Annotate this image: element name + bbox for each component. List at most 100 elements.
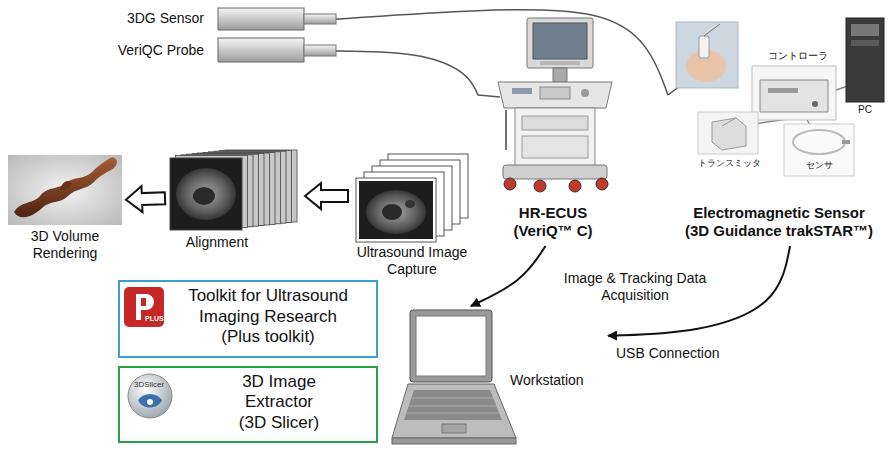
- image-capture-step: Ultrasound Image Capture: [348, 150, 476, 282]
- ultrasound-cart-illustration: [498, 82, 612, 108]
- tracking-system: Electromagnetic Sensor (3D Guidance trak…: [668, 14, 890, 246]
- laptop-illustration: [416, 316, 486, 376]
- node-caption: 3D Volume Rendering: [24, 228, 106, 262]
- cable-line: [340, 10, 668, 95]
- laptop-illustration: [392, 310, 516, 444]
- ultrasound-cart-illustration: [512, 88, 532, 94]
- photo-label: センサ: [806, 160, 833, 171]
- tracking-system-photos: [768, 88, 798, 93]
- node-caption: VeriQC Probe: [112, 42, 204, 59]
- ultrasound-image-stack: [359, 181, 433, 239]
- laptop-illustration: [392, 384, 516, 438]
- alignment-step: Alignment: [165, 148, 305, 255]
- volume-rendering-step: 3D Volume Rendering: [4, 150, 126, 266]
- cable-line: [340, 51, 478, 95]
- sensor-probe-illustration: [336, 50, 340, 52]
- slicer-icon: [128, 374, 172, 418]
- ultrasound-cart-illustration: [522, 116, 588, 130]
- connection-label: USB Connection: [614, 345, 722, 362]
- flow-arrow: [471, 246, 546, 306]
- ultrasound-image-stack: [405, 200, 415, 208]
- slicer-icon: [128, 374, 172, 418]
- sensor-probe-illustration: [218, 8, 304, 30]
- tracking-system-photos: [760, 80, 828, 112]
- ultrasound-image-stack: [382, 204, 402, 220]
- tracking-system-photos: [846, 18, 884, 102]
- volume-rendering-picture: [60, 181, 72, 190]
- aligned-image-stack: [193, 187, 215, 205]
- tracking-system-photos: [812, 101, 818, 107]
- node-caption: 3DG Sensor: [112, 10, 204, 27]
- block-arrow: [305, 183, 348, 209]
- ultrasound-cart-illustration: [534, 180, 546, 192]
- ultrasound-cart-illustration: [553, 68, 567, 82]
- sensor-label-box: 3DG Sensor: [112, 4, 340, 34]
- tracking-system-photos: [722, 118, 736, 126]
- tracking-system-photos: [704, 24, 720, 36]
- volume-rendering-picture: [8, 155, 122, 225]
- aligned-image-stack: [170, 150, 297, 230]
- node-caption: Workstation: [510, 372, 600, 389]
- ultrasound-image-stack: [366, 190, 426, 234]
- ultrasound-cart-illustration: [522, 136, 588, 158]
- laptop-illustration: [392, 438, 516, 444]
- ultrasound-cart-illustration: [527, 18, 593, 68]
- tracking-system-photos: [842, 140, 850, 144]
- probe-label-box: VeriQC Probe: [112, 36, 340, 66]
- sensor-probe-illustration: [218, 8, 340, 62]
- node-caption: Electromagnetic Sensor (3D Guidance trak…: [681, 204, 877, 240]
- ultrasound-cart-illustration: [504, 178, 516, 190]
- ultrasound-image-stack: [356, 178, 436, 242]
- photo-label: PC: [858, 104, 872, 116]
- ultrasound-cart-illustration: [533, 23, 587, 59]
- logo-text: PLUS: [145, 315, 164, 323]
- workstation: Workstation: [388, 306, 608, 448]
- laptop-illustration: [404, 390, 502, 420]
- software-box: 3D Image Extractor (3D Slicer): [118, 366, 378, 443]
- ultrasound-cart-illustration: [515, 108, 595, 166]
- tracking-system-photos: [851, 40, 879, 46]
- sensor-probe-illustration: [218, 38, 304, 62]
- ultrasound-cart-illustration: [478, 95, 500, 97]
- node-caption: Alignment: [167, 234, 267, 251]
- sensor-probe-illustration: [304, 14, 336, 24]
- laptop-illustration: [406, 413, 499, 414]
- tracking-system-photos: [784, 124, 854, 176]
- tracking-system-photos: [668, 18, 884, 176]
- laptop-illustration: [410, 310, 492, 382]
- ultrasound-cart-illustration: [540, 61, 580, 65]
- sensor-probe-illustration: [304, 45, 336, 56]
- tracking-system-photos: [793, 130, 845, 154]
- node-caption: 3D Image Extractor (3D Slicer): [232, 372, 326, 433]
- photo-label: コントローラ: [768, 50, 828, 62]
- node-caption: Ultrasound Image Capture: [352, 244, 472, 278]
- ultrasound-cart-illustration: [581, 89, 589, 97]
- volume-rendering-picture: [14, 158, 117, 218]
- laptop-illustration: [412, 398, 493, 399]
- tracking-system-photos: [699, 36, 709, 58]
- ultrasound-cart-illustration: [503, 165, 607, 179]
- plus-toolkit-icon: [124, 287, 164, 327]
- ultrasound-image-stack: [356, 154, 468, 242]
- ultrasound-cart-illustration: [569, 180, 581, 192]
- logo-text: 3DSlicer: [134, 380, 164, 390]
- tracking-system-photos: [752, 66, 836, 120]
- tracking-system-photos: [851, 24, 879, 36]
- slicer-icon: [147, 399, 153, 405]
- ultrasound-cart-illustration: [540, 87, 570, 99]
- plus-toolkit-icon: [124, 287, 164, 327]
- tracking-system-photos: [676, 22, 738, 88]
- tracking-system-photos: [698, 112, 758, 154]
- aligned-image-stack: [170, 158, 242, 230]
- slicer-icon: [138, 394, 162, 408]
- photo-label: トランスミッタ: [698, 158, 761, 169]
- laptop-illustration: [409, 406, 496, 407]
- node-caption: Toolkit for Ultrasound Imaging Research …: [182, 286, 354, 347]
- sensor-probe-illustration: [336, 18, 340, 20]
- ultrasound-cart-illustration: [596, 178, 608, 190]
- flow-note: Image & Tracking Data Acquisition: [560, 270, 710, 304]
- ultrasound-cart-illustration: [478, 18, 612, 192]
- laptop-illustration: [442, 424, 466, 433]
- ultrasound-system: HR-ECUS (VeriQ™ C): [478, 14, 628, 246]
